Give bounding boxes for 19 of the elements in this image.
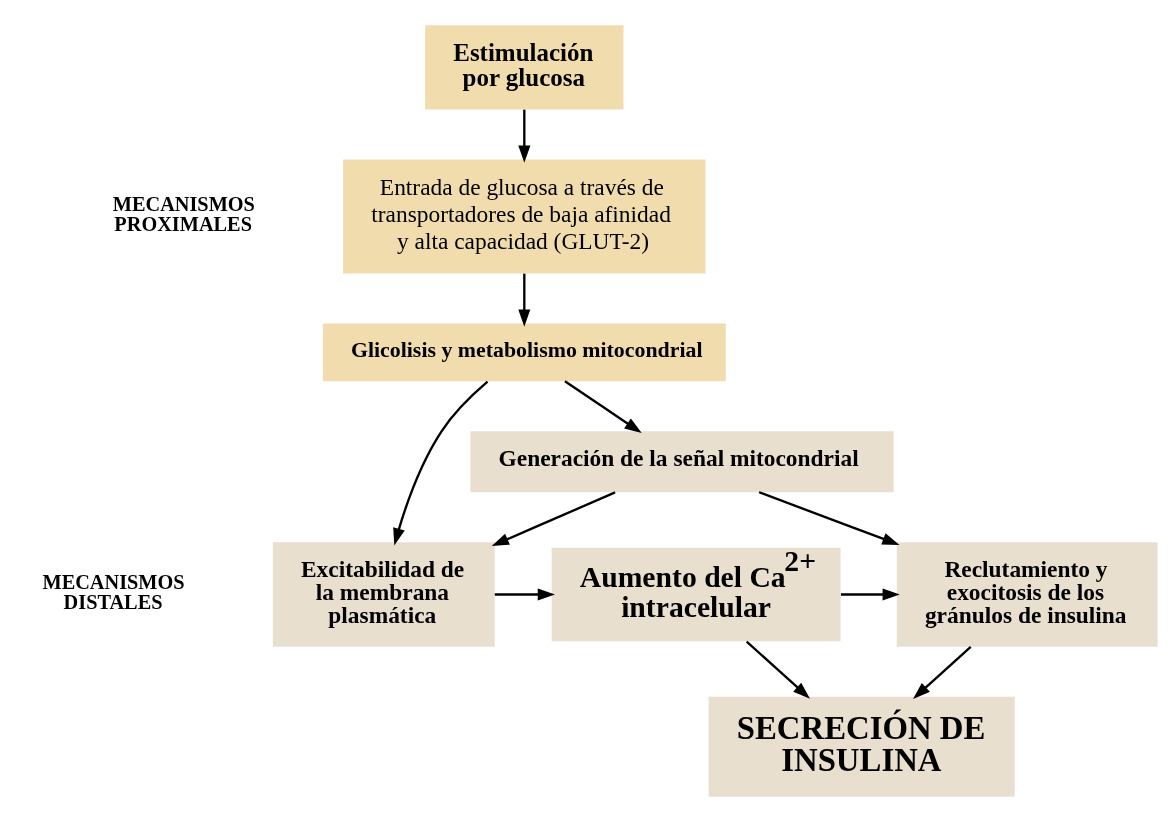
arrow	[564, 379, 642, 433]
node-box: Glicolisis y metabolismo mitocondrial	[322, 323, 726, 381]
node-box: Excitabilidad de la membrana plasmática	[272, 541, 495, 647]
arrow	[913, 645, 972, 699]
arrow	[840, 587, 900, 601]
label: MECANISMOS DISTALES	[42, 570, 185, 613]
node-box: Estimulación por glucosa	[425, 24, 624, 110]
node-box: Entrada de glucosa a través de transportadores de baja afinidad y alta capacidad (GLUT-2)	[343, 159, 706, 274]
node-box: Reclutamiento y exocitosis de los gránulos de insulina	[896, 541, 1158, 647]
label: MECANISMOS PROXIMALES	[112, 192, 255, 235]
arrow	[494, 588, 555, 601]
arrow	[745, 640, 810, 699]
arrow	[393, 380, 489, 545]
arrow	[491, 490, 616, 546]
node-box: SECRECIÓN DE INSULINA	[708, 696, 1015, 797]
arrow	[518, 109, 531, 163]
arrow	[758, 490, 900, 545]
node-box: Generación de la señal mitocondrial	[470, 430, 894, 492]
arrow	[518, 273, 531, 327]
